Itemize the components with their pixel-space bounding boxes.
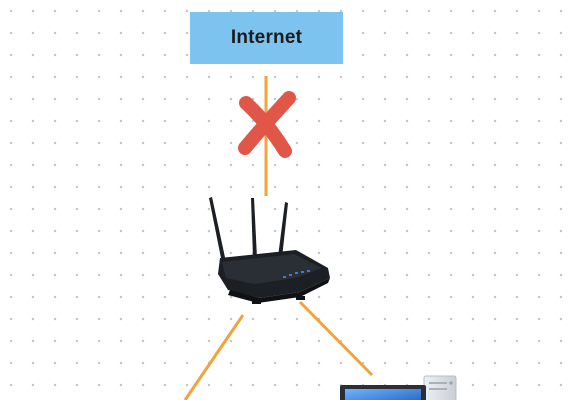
desktop-computer-icon <box>340 375 457 400</box>
router-icon <box>209 197 330 304</box>
link-router-computer <box>298 300 374 377</box>
cross-icon <box>238 91 296 158</box>
internet-label: Internet <box>230 27 303 48</box>
link-router-left <box>183 314 245 400</box>
internet-node: Internet <box>190 12 343 64</box>
